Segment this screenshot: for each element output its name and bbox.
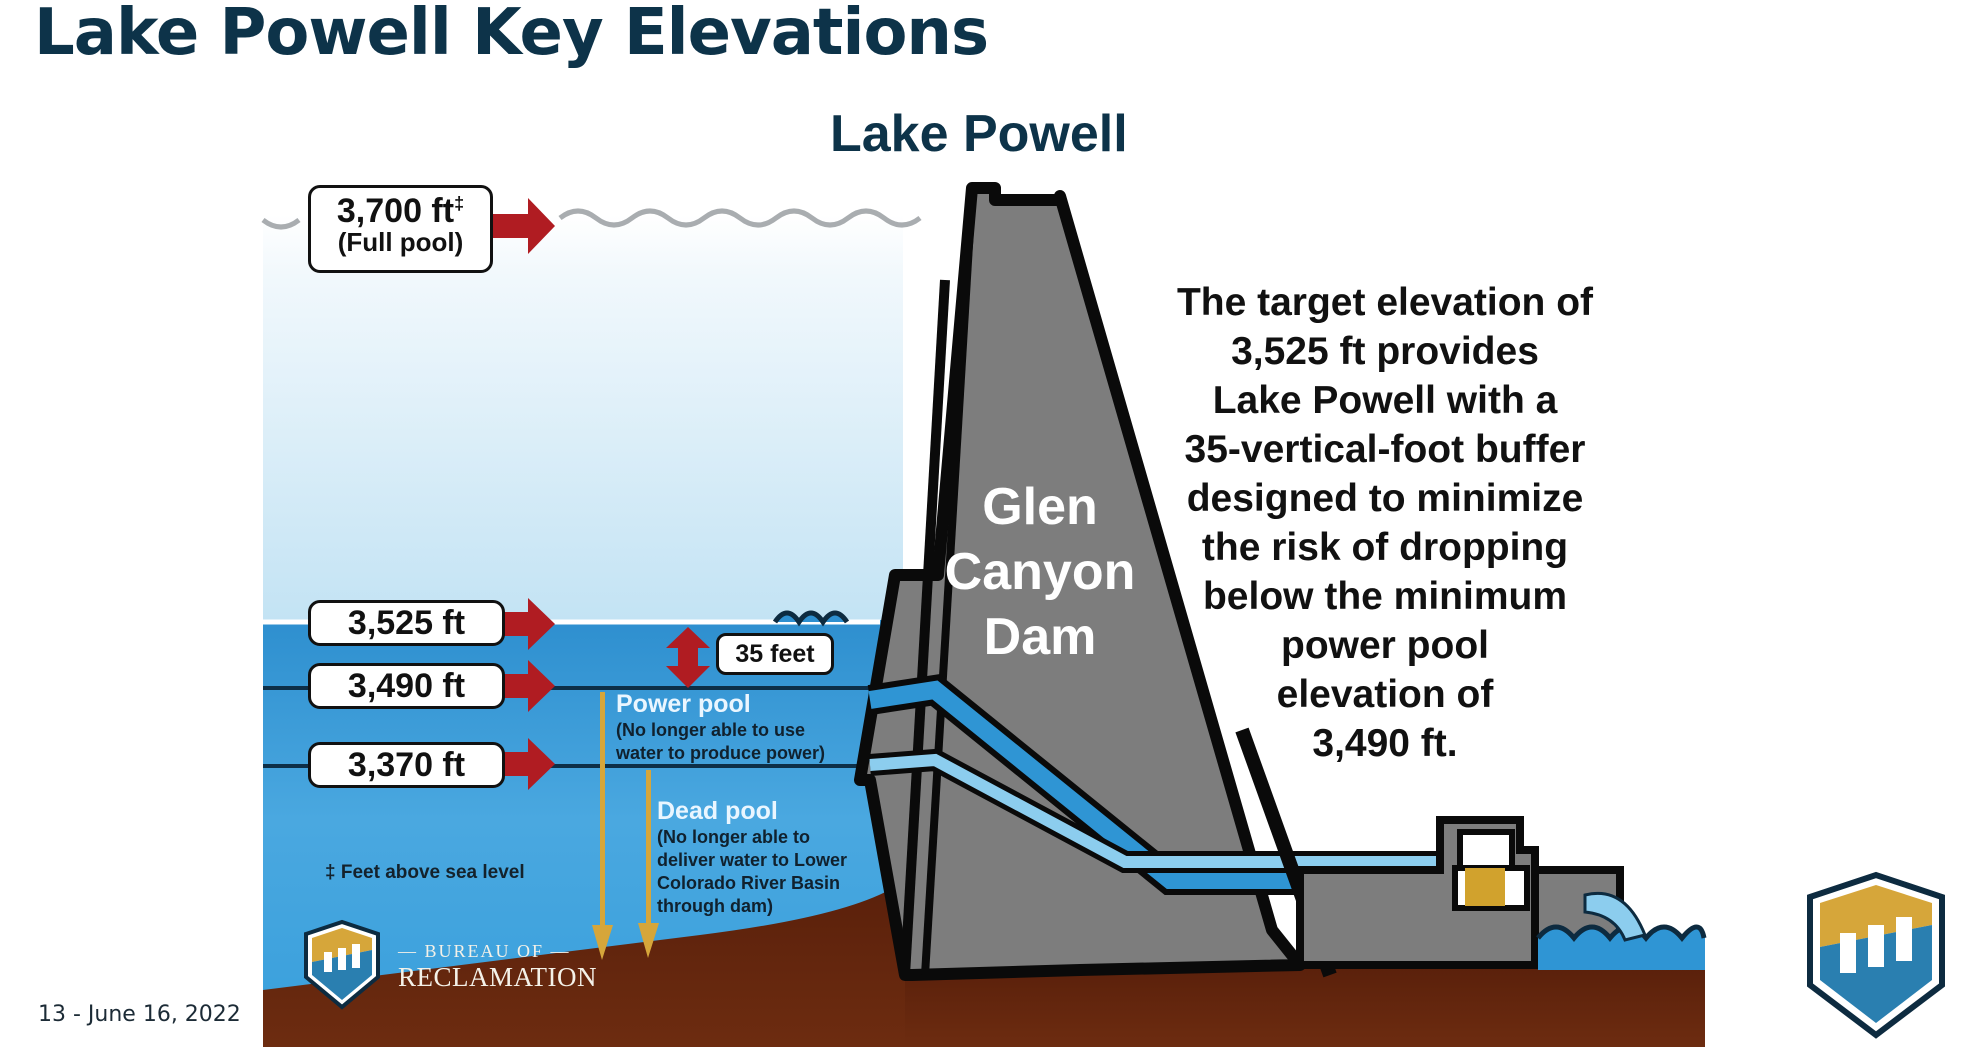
explanation-line: designed to minimize bbox=[1186, 477, 1584, 520]
explanation-line: elevation of bbox=[1276, 673, 1494, 716]
elevation-note: (Full pool) bbox=[337, 227, 464, 257]
explanation-line: the risk of dropping bbox=[1201, 526, 1569, 569]
logo-text-bureau: — BUREAU OF — bbox=[398, 941, 571, 961]
explanation-text: The target elevation of 3,525 ft provide… bbox=[1150, 278, 1620, 768]
explanation-line: The target elevation of bbox=[1176, 281, 1594, 324]
elevation-value: 3,490 ft bbox=[347, 667, 466, 705]
dam-label: Glen Canyon Dam bbox=[920, 475, 1160, 670]
elevation-label-3370: 3,370 ft bbox=[308, 742, 505, 788]
reclamation-logo-small bbox=[304, 919, 380, 1010]
slide-title: Lake Powell Key Elevations bbox=[34, 0, 989, 70]
dead-pool-desc-3: Colorado River Basin bbox=[657, 873, 841, 893]
tailwater bbox=[1536, 891, 1707, 970]
dead-pool-desc-4: through dam) bbox=[657, 896, 773, 916]
elevation-label-3525: 3,525 ft bbox=[308, 600, 505, 646]
explanation-line: 35-vertical-foot buffer bbox=[1184, 428, 1586, 471]
former-water-region bbox=[263, 215, 903, 620]
elevation-label-full-pool: 3,700 ft‡ (Full pool) bbox=[308, 185, 493, 273]
dam-label-line: Glen bbox=[982, 478, 1098, 536]
power-pool-desc-2: water to produce power) bbox=[616, 743, 826, 763]
elevation-value: 3,370 ft bbox=[347, 746, 466, 784]
glen-canyon-dam bbox=[854, 182, 1450, 981]
powerhouse bbox=[1296, 816, 1624, 969]
power-pool-arrow bbox=[592, 692, 613, 960]
footnote-marker: ‡ bbox=[454, 193, 465, 214]
dam-label-line: Canyon bbox=[944, 543, 1136, 601]
explanation-line: 3,525 ft provides bbox=[1231, 330, 1539, 373]
dead-pool-desc-2: deliver water to Lower bbox=[657, 850, 848, 870]
outflow-jet bbox=[1583, 891, 1648, 942]
diagram-subtitle: Lake Powell bbox=[830, 105, 1128, 163]
explanation-line: 3,490 ft. bbox=[1312, 722, 1458, 765]
full-pool-waveline bbox=[261, 208, 922, 230]
dead-pool-desc-1: (No longer able to bbox=[657, 827, 810, 847]
slide-footer: 13 - June 16, 2022 bbox=[38, 1002, 241, 1027]
footnote: ‡ Feet above sea level bbox=[325, 862, 525, 883]
logo-text-reclamation: RECLAMATION bbox=[398, 962, 597, 992]
red-arrows bbox=[490, 198, 710, 790]
ground bbox=[263, 880, 905, 1047]
buffer-label: 35 feet bbox=[716, 633, 834, 675]
power-pool-desc-1: (No longer able to use bbox=[616, 720, 806, 740]
dam-label-line: Dam bbox=[983, 608, 1097, 666]
explanation-line: Lake Powell with a bbox=[1212, 379, 1558, 422]
power-pool-title: Power pool bbox=[616, 690, 751, 718]
elevation-label-3490: 3,490 ft bbox=[308, 663, 505, 709]
dead-pool-title: Dead pool bbox=[657, 797, 778, 825]
power-pool-annotation: Power pool (No longer able to use water … bbox=[616, 690, 825, 765]
elevation-value: 3,525 ft bbox=[347, 604, 466, 642]
elevation-value: 3,700 ft bbox=[336, 192, 455, 230]
buffer-double-arrow bbox=[666, 627, 710, 688]
explanation-line: power pool bbox=[1281, 624, 1489, 667]
reclamation-logo-large bbox=[1807, 871, 1945, 1039]
explanation-line: below the minimum bbox=[1202, 575, 1568, 618]
dead-pool-arrow bbox=[638, 770, 659, 958]
generator-icon bbox=[1465, 868, 1505, 906]
dead-pool-annotation: Dead pool (No longer able to deliver wat… bbox=[657, 797, 847, 918]
